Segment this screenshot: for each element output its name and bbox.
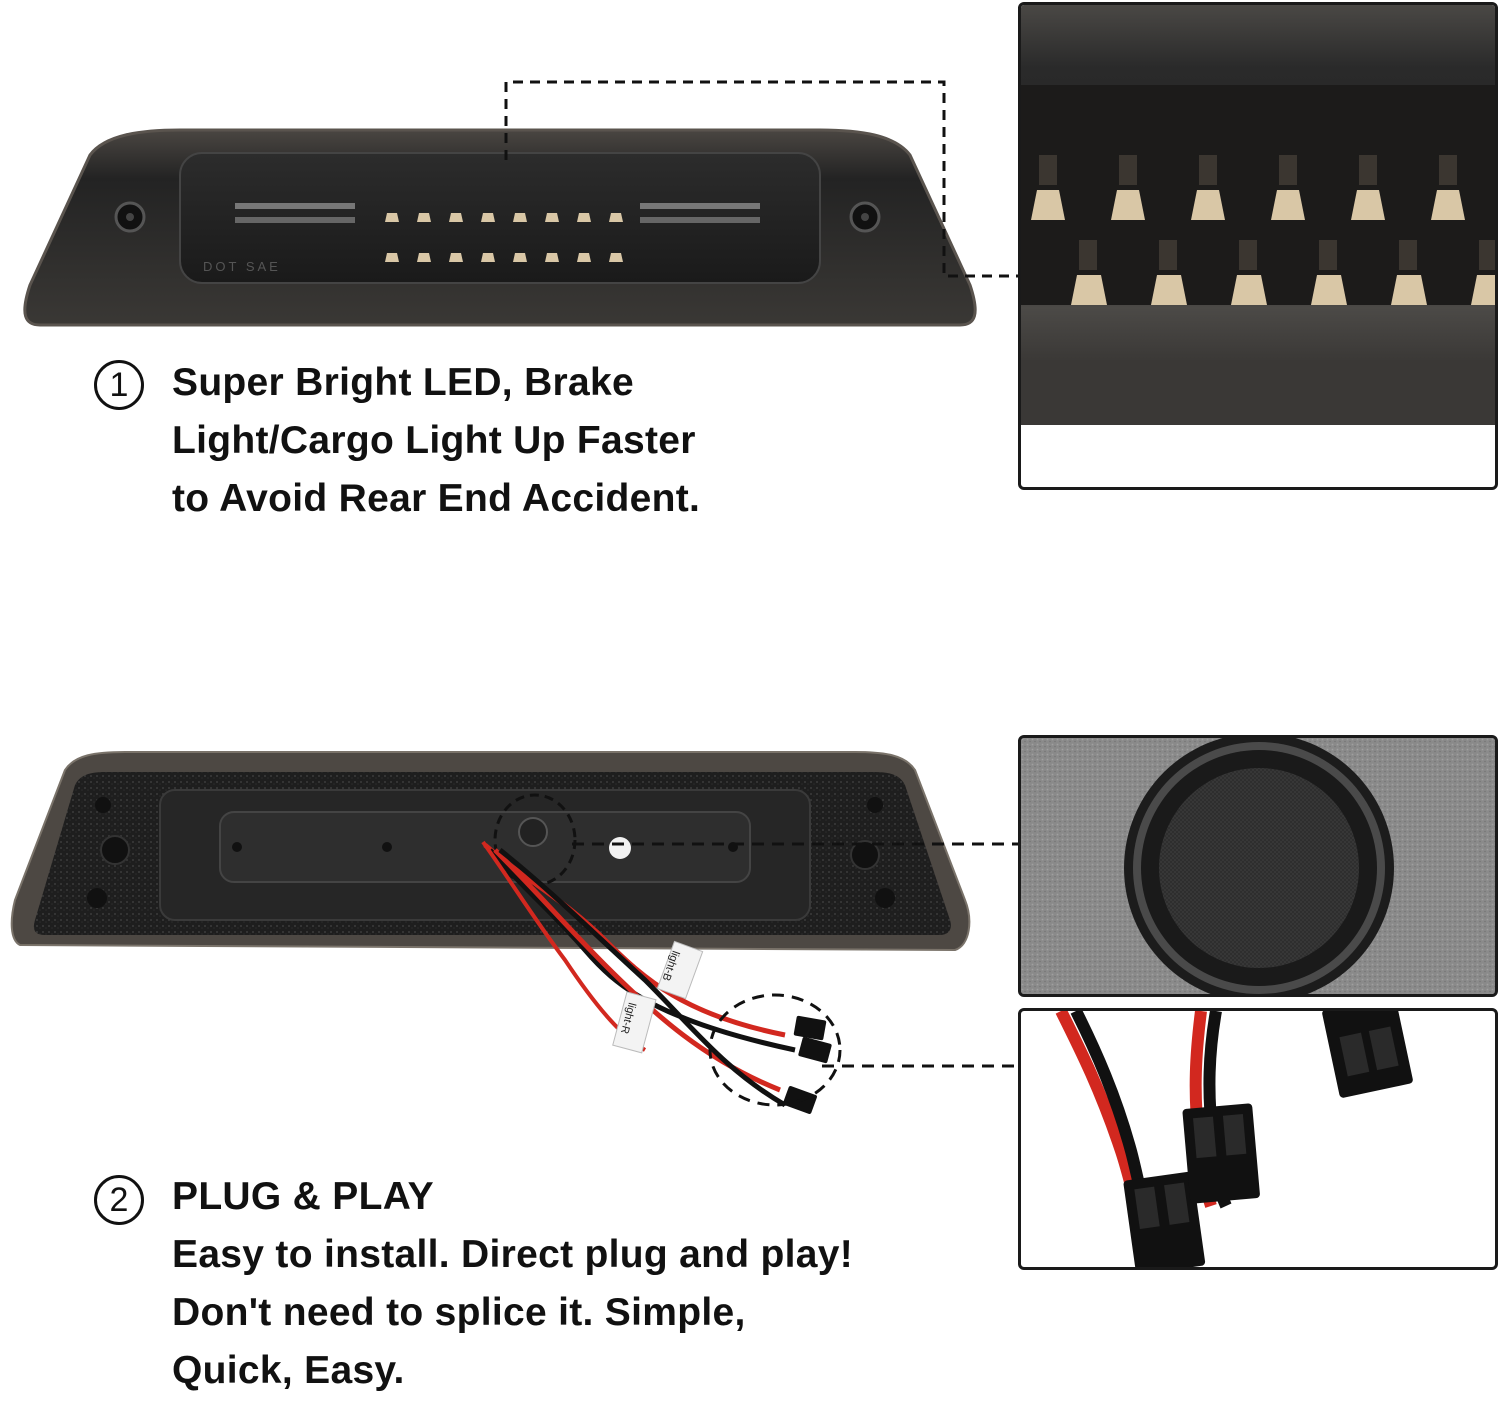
led-chip-zoom: [1071, 275, 1107, 305]
led-chip: [577, 213, 591, 222]
led-chip-zoom: [1191, 190, 1225, 220]
led-chip-zoom: [1471, 275, 1495, 305]
callout-connector-3: [822, 1064, 1018, 1068]
led-chip: [417, 213, 431, 222]
callout-connector-2: [572, 842, 1018, 846]
feature-1-line: Light/Cargo Light Up Faster: [172, 419, 696, 462]
led-chip-zoom: [1031, 190, 1065, 220]
feature-2-description: PLUG & PLAY Easy to install. Direct plug…: [172, 1168, 853, 1400]
led-chip-zoom: [1231, 275, 1267, 305]
led-chip: [609, 213, 623, 222]
led-chip: [481, 253, 495, 262]
led-chip-zoom: [1271, 190, 1305, 220]
feature-1-line: to Avoid Rear End Accident.: [172, 477, 701, 520]
led-chip-zoom: [1311, 275, 1347, 305]
led-chip-zoom: [1351, 190, 1385, 220]
led-chip: [385, 213, 399, 222]
lens-stamp: DOT SAE: [203, 259, 281, 274]
led-chip: [481, 213, 495, 222]
led-chip: [577, 253, 591, 262]
feature-1-line: Super Bright LED, Brake: [172, 361, 634, 404]
led-chip: [513, 213, 527, 222]
feature-2-line: Quick, Easy.: [172, 1349, 405, 1392]
brake-light-back-photo: light-B light-R: [10, 751, 971, 1114]
feature-2-line: Don't need to splice it. Simple,: [172, 1291, 746, 1334]
feature-2-line: Easy to install. Direct plug and play!: [172, 1233, 854, 1276]
callout-connector-1: [504, 80, 1028, 278]
led-chip: [513, 253, 527, 262]
led-chip-zoom: [1391, 275, 1427, 305]
led-chip: [545, 213, 559, 222]
led-chip-zoom: [1111, 190, 1145, 220]
led-chip: [449, 253, 463, 262]
feature-number-1: 1: [94, 360, 144, 410]
led-chip: [449, 213, 463, 222]
led-chip: [417, 253, 431, 262]
led-closeup-inset: [1018, 2, 1498, 490]
vent-closeup-inset: [1018, 735, 1498, 997]
led-chip-zoom: [1151, 275, 1187, 305]
led-chip: [385, 253, 399, 262]
feature-2-heading: PLUG & PLAY: [172, 1175, 434, 1218]
led-chip: [545, 253, 559, 262]
feature-1-description: Super Bright LED, Brake Light/Cargo Ligh…: [172, 354, 700, 528]
connector-closeup-inset: [1018, 1008, 1498, 1270]
feature-number-2: 2: [94, 1175, 144, 1225]
led-chip: [609, 253, 623, 262]
led-chip-zoom: [1431, 190, 1465, 220]
brake-light-front-photo: DOT SAE: [23, 128, 977, 327]
